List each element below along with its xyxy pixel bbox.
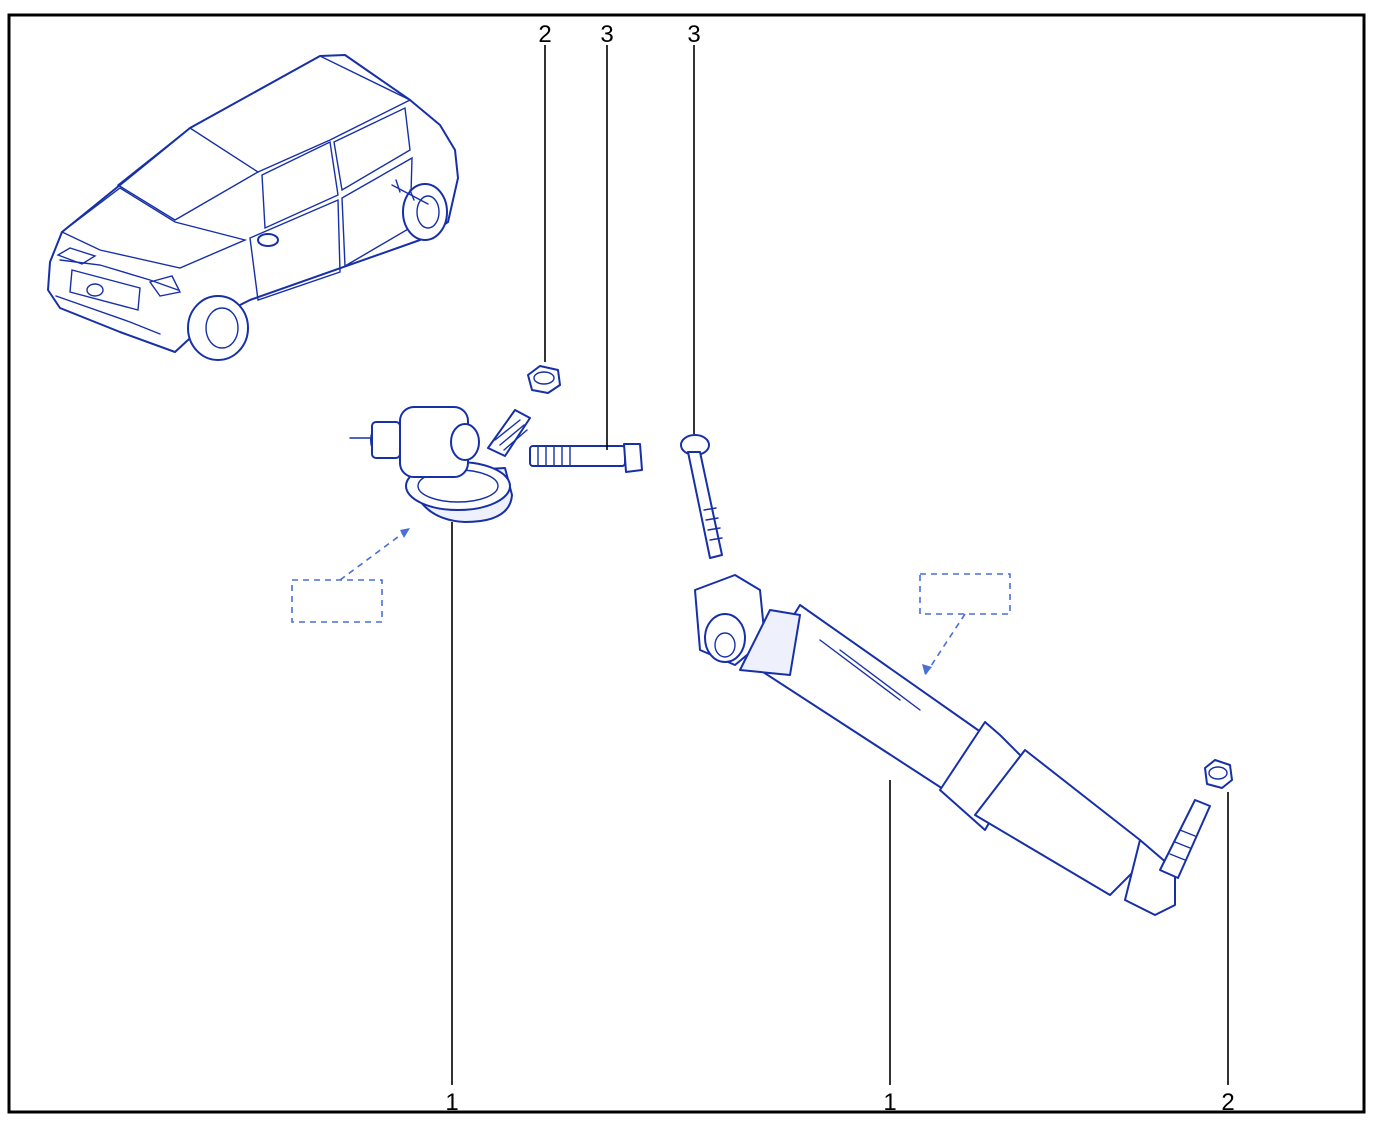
dashed-reference-box-icon [291,527,411,623]
hatchback-car-icon [47,54,459,361]
shock-absorber-upper-mount [349,406,531,523]
callout-label: 2 [538,21,551,48]
shock-absorber-assembly [694,574,1211,916]
dashed-reference-box-icon [919,573,1011,676]
callout-label: 3 [600,21,613,48]
flange-nut-top [527,365,561,394]
flange-nut-bottom [1204,759,1233,789]
callout-label: 1 [445,1089,458,1116]
callout-label: 2 [1221,1089,1234,1116]
bolt-short [529,443,643,473]
bolt-long [680,434,723,559]
callout-label: 3 [687,21,700,48]
diagram-frame [7,13,1366,1114]
callout-label: 1 [883,1089,896,1116]
